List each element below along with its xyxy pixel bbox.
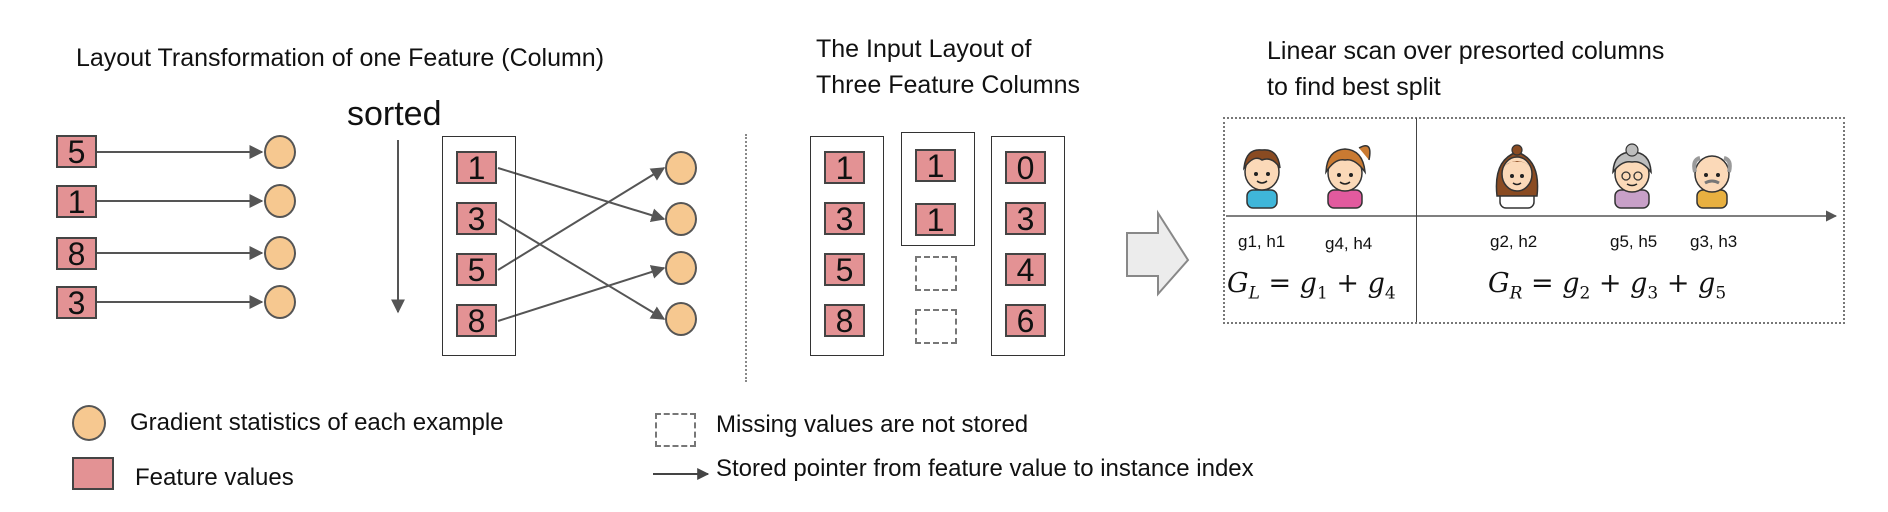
gradient-circle [665,251,697,285]
pointer-arrow [497,167,666,271]
feature-value: 1 [56,185,97,218]
sorted-column-box [442,136,516,356]
gradient-circle [665,202,697,236]
gradient-circle [264,236,296,270]
column-1-value: 1 [824,151,865,184]
column-1-value: 3 [824,202,865,235]
sorted-feature-value: 5 [456,253,497,286]
sorted-feature-value: 3 [456,202,497,235]
gradient-label-g5h5: g5, h5 [1610,232,1658,251]
linear-scan-title-line2: to find best split [1267,73,1441,101]
feature-value: 3 [56,286,97,319]
column-2-value: 1 [915,149,956,182]
missing-value-slot [915,309,957,344]
gradient-label-g1h1: g1, h1 [1238,232,1286,251]
legend-gradient-text: Gradient statistics of each example [130,409,504,436]
layout-transform-title: Layout Transformation of one Feature (Co… [76,44,605,72]
input-layout-title-line1: The Input Layout of [816,35,1032,63]
left-gradient-sum-formula: GL = g1 + g4 [1227,268,1396,304]
transition-arrow [1126,209,1190,297]
gradient-circle [665,151,697,185]
boy-avatar-icon [1242,149,1281,209]
missing-value-slot [915,256,957,291]
gradient-label-g2h2: g2, h2 [1490,232,1538,251]
feature-column-1 [810,136,884,356]
split-scan-box [1223,117,1845,324]
gradient-circle [665,302,697,336]
gradient-circle [264,285,296,319]
pointer-arrow [497,167,666,222]
legend-missing-text: Missing values are not stored [716,411,1029,438]
grandpa-avatar-icon [1692,155,1732,209]
split-point-line [1416,118,1417,322]
column-3-value: 3 [1005,202,1046,235]
gradient-circle [264,184,296,218]
gradient-label-g4h4: g4, h4 [1325,234,1373,253]
input-layout-title-line2: Three Feature Columns [816,71,1081,99]
sorted-label: sorted [347,95,442,133]
column-3-value: 0 [1005,151,1046,184]
column-3-value: 4 [1005,253,1046,286]
feature-value: 5 [56,135,97,168]
right-gradient-sum-formula: GR = g2 + g3 + g5 [1488,268,1727,304]
column-2-value: 1 [915,203,956,236]
column-1-value: 8 [824,304,865,337]
woman-avatar-icon [1495,144,1539,209]
pointer-arrow [497,265,666,322]
sorted-feature-value: 8 [456,304,497,337]
grandma-avatar-icon [1612,143,1652,209]
feature-value: 8 [56,237,97,270]
gradient-label-g3h3: g3, h3 [1690,232,1738,251]
gradient-circle [264,135,296,169]
sorted-feature-value: 1 [456,151,497,184]
legend-gradient-circle-icon [72,405,106,441]
girl-avatar-icon [1325,145,1371,209]
legend-pointer-text: Stored pointer from feature value to ins… [716,455,1254,482]
feature-column-2 [901,132,975,246]
legend-feature-text: Feature values [135,464,294,491]
linear-scan-title-line1: Linear scan over presorted columns [1267,37,1665,65]
legend-missing-icon [655,413,696,447]
legend-feature-value-icon [72,457,114,490]
section-separator [745,134,747,382]
pointer-arrow [497,218,666,320]
column-3-value: 6 [1005,304,1046,337]
feature-column-3 [991,136,1065,356]
column-1-value: 5 [824,253,865,286]
